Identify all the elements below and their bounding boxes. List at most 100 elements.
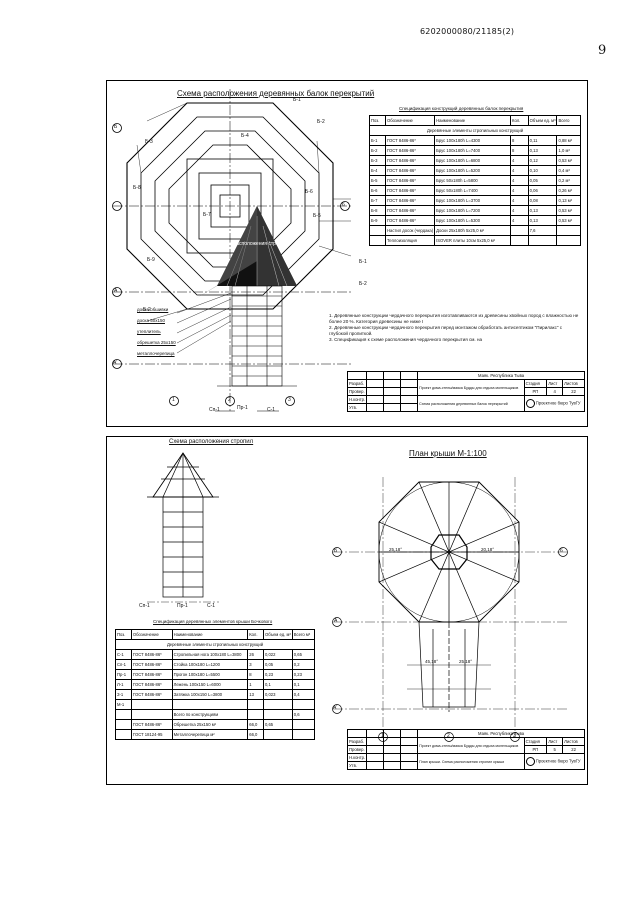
tb-header: Лист <box>546 379 564 388</box>
document-number: 6202000080/21185(2) <box>420 27 515 36</box>
beam-label: Б-9 <box>147 257 155 263</box>
table-cell: 0,23 <box>291 669 316 680</box>
table-cell: 0,2 <box>291 659 316 670</box>
tb-org: Проектное бюро ТувГУ <box>523 395 586 412</box>
table-cell: Всего по конструкциям <box>171 709 249 720</box>
table-cell <box>291 699 316 710</box>
table-cell: 4 <box>510 195 529 206</box>
table-header-cell: Всего м³ <box>291 629 316 640</box>
tb-header: Лист <box>546 737 564 746</box>
table-cell: 0,53 м³ <box>556 215 581 226</box>
callout-label: металлочерепица <box>137 351 175 356</box>
table-cell: ISOVER плиты 10см 5х25,0 м² <box>434 235 512 246</box>
table-cell: Брус 50х180h L=7400 <box>434 185 512 196</box>
table-header-cell: Наименование <box>434 115 512 126</box>
table-cell: 26 <box>247 649 264 660</box>
tb-sheet: 5 <box>546 745 564 754</box>
tb-header: Стадия <box>523 737 548 746</box>
table-cell: Б-3 <box>369 155 386 166</box>
table-cell: Брус 100х180h L=5300 <box>434 215 512 226</box>
table-header-cell: Всего <box>556 115 581 126</box>
table-cell: 0,1 <box>291 679 316 690</box>
section-label: Сп-1 <box>139 603 150 609</box>
table-cell: ГОСТ 8486-86* <box>130 679 173 690</box>
table-cell: 4 <box>510 185 529 196</box>
table-header-cell: Обозначение <box>130 629 173 640</box>
dimension-label: 25,18° <box>389 547 403 552</box>
callout-label: обрешетка 25х150 <box>137 340 176 345</box>
table-cell <box>556 235 581 246</box>
beam-label: Б-1 <box>359 259 367 265</box>
axis-label: Б <box>334 548 338 554</box>
drawing-sheet-2: Схема расположения стропил План крыши М-… <box>106 436 588 785</box>
table-cell: Сп-1 <box>115 659 132 670</box>
table-cell: З-1 <box>115 689 132 700</box>
section-label: С-1 <box>207 603 216 609</box>
table-cell <box>510 235 529 246</box>
table-cell: Б-6 <box>369 185 386 196</box>
tb-header: Стадия <box>523 379 548 388</box>
table-cell: 0,23 <box>262 669 293 680</box>
table-cell <box>171 699 249 710</box>
table-group-row: Деревянные элементы стропильных конструк… <box>369 125 581 136</box>
table-cell: Брус 100х180h L=4300 <box>434 135 512 146</box>
tb-role: Разраб. <box>346 737 368 746</box>
beam-label: Б-1 <box>293 97 301 103</box>
tb-role: Н.контр. <box>346 753 368 762</box>
table-cell: 13 <box>247 689 264 700</box>
table-cell: ГОСТ 8486-86* <box>130 689 173 700</box>
table-cell: Б-2 <box>369 145 386 156</box>
table-cell: 0,13 <box>527 205 558 216</box>
table-cell: М-1 <box>115 699 132 710</box>
dimension-label: 20,18° <box>481 547 495 552</box>
table-cell: Б-7 <box>369 195 386 206</box>
table-cell: Металлочерепица м² <box>171 729 249 740</box>
table-cell: Б-1 <box>369 135 386 146</box>
table-cell: ГОСТ 8486-86* <box>130 649 173 660</box>
table-cell <box>130 699 173 710</box>
table-group-cell: Деревянные элементы стропильных конструк… <box>115 639 315 650</box>
tb-stage: РП <box>523 387 548 396</box>
table-cell: ГОСТ 8486-86* <box>384 155 436 166</box>
table-cell <box>369 235 386 246</box>
table-cell: ГОСТ 8486-86* <box>130 659 173 670</box>
table-cell: Брус 100х180h L=7400 <box>434 145 512 156</box>
table-cell: 1 <box>247 679 264 690</box>
table-cell: 7,6 <box>527 225 558 236</box>
tb-drawing-name: Схема расположения деревянных балок пере… <box>417 395 525 412</box>
table-cell: 0,88 м³ <box>556 135 581 146</box>
table-cell: 0,13 м³ <box>556 195 581 206</box>
table-cell <box>262 709 293 720</box>
axis-label: 2 <box>228 397 231 403</box>
table-cell: ГОСТ 8486-86* <box>384 145 436 156</box>
tb-object: Маяк. Республика Тыва <box>417 729 585 738</box>
spec-table-title: Спецификация конструкций деревянных бало… <box>399 106 524 111</box>
table-cell: Брус 50х180h L=5800 <box>434 175 512 186</box>
table-cell <box>262 699 293 710</box>
table-cell: 3 <box>247 659 264 670</box>
org-logo-icon <box>525 757 535 766</box>
table-cell: Прогон 100х180 L=5500 <box>171 669 249 680</box>
table-cell: 0,13 <box>527 145 558 156</box>
section-label: Пр-1 <box>177 603 188 609</box>
table-cell: Брус 100х180h L=6800 <box>434 155 512 166</box>
table-header-cell: Объем ед. м³ <box>262 629 293 640</box>
table-header-cell: Наименование <box>171 629 249 640</box>
notes: 1. Деревянные конструкции чердачного пер… <box>329 313 579 343</box>
tb-role: Провер. <box>346 387 368 396</box>
roof-plan-drawing <box>147 452 568 742</box>
table-header-cell: Обозначение <box>384 115 436 126</box>
tb-org-name: Проектное бюро ТувГУ <box>535 400 581 406</box>
table-cell <box>262 729 293 740</box>
table-cell <box>247 709 264 720</box>
tb-org-name: Проектное бюро ТувГУ <box>535 758 581 764</box>
dimension-label: 25,18° <box>459 659 473 664</box>
table-cell: 0,1 <box>262 679 293 690</box>
tb-sheet: 4 <box>546 387 564 396</box>
tb-role: Утв. <box>346 761 368 770</box>
table-cell: 66,0 <box>247 729 264 740</box>
